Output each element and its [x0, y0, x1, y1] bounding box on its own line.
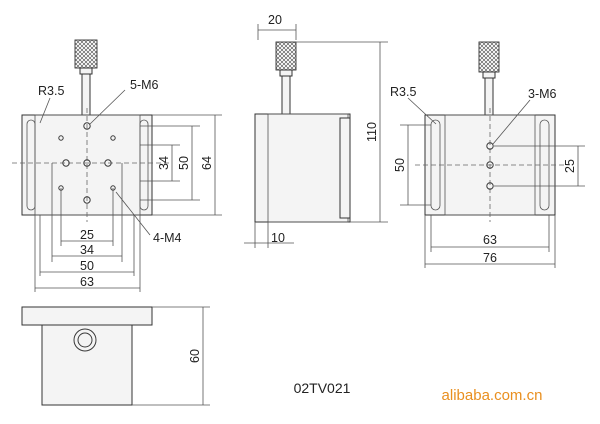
front-dim-64: 64 [200, 156, 214, 170]
bottom-dim-60: 60 [188, 349, 202, 363]
side-view: 20 110 10 [244, 13, 388, 248]
side-micrometer-knob [275, 41, 297, 117]
right-thread-label: 3-M6 [528, 87, 557, 101]
front-horizontal-dims: 25 34 50 63 [34, 163, 141, 292]
right-micrometer-knob [478, 41, 500, 117]
bottom-body [41, 324, 133, 406]
bottom-view: 60 [21, 306, 210, 406]
front-dim-34-vertical: 34 [157, 156, 171, 170]
bottom-plate [21, 306, 153, 326]
right-radius-label: R3.5 [390, 85, 416, 99]
front-view: R3.5 5-M6 4-M4 34 50 64 [12, 39, 222, 292]
watermark: alibaba.com.cn [442, 387, 543, 404]
side-dim-20: 20 [268, 13, 282, 27]
micrometer-knob [74, 39, 98, 117]
front-dim-50-horizontal: 50 [80, 259, 94, 273]
model-label: 02TV021 [294, 380, 351, 396]
side-stage-body [254, 113, 351, 223]
front-dim-25: 25 [80, 228, 94, 242]
front-radius-label: R3.5 [38, 84, 64, 98]
front-thread-top-label: 5-M6 [130, 78, 159, 92]
front-dim-50-vertical: 50 [177, 156, 191, 170]
right-dim-25: 25 [563, 159, 577, 173]
front-vertical-dims: 34 50 64 [140, 114, 222, 216]
right-view: R3.5 3-M6 50 25 63 76 [390, 41, 585, 268]
right-dim-76: 76 [483, 251, 497, 265]
left-slot [26, 119, 36, 211]
front-dim-63: 63 [80, 275, 94, 289]
side-plate [339, 117, 351, 219]
side-dim-10: 10 [271, 231, 285, 245]
front-thread-bottom-label: 4-M4 [153, 231, 182, 245]
side-dim-110: 110 [365, 122, 379, 142]
bottom-hole [73, 328, 97, 352]
right-m6-holes [486, 142, 494, 190]
right-dim-50: 50 [393, 158, 407, 172]
front-dim-34-horizontal: 34 [80, 243, 94, 257]
m6-holes [62, 122, 112, 204]
right-dim-63: 63 [483, 233, 497, 247]
right-slot [139, 119, 149, 211]
